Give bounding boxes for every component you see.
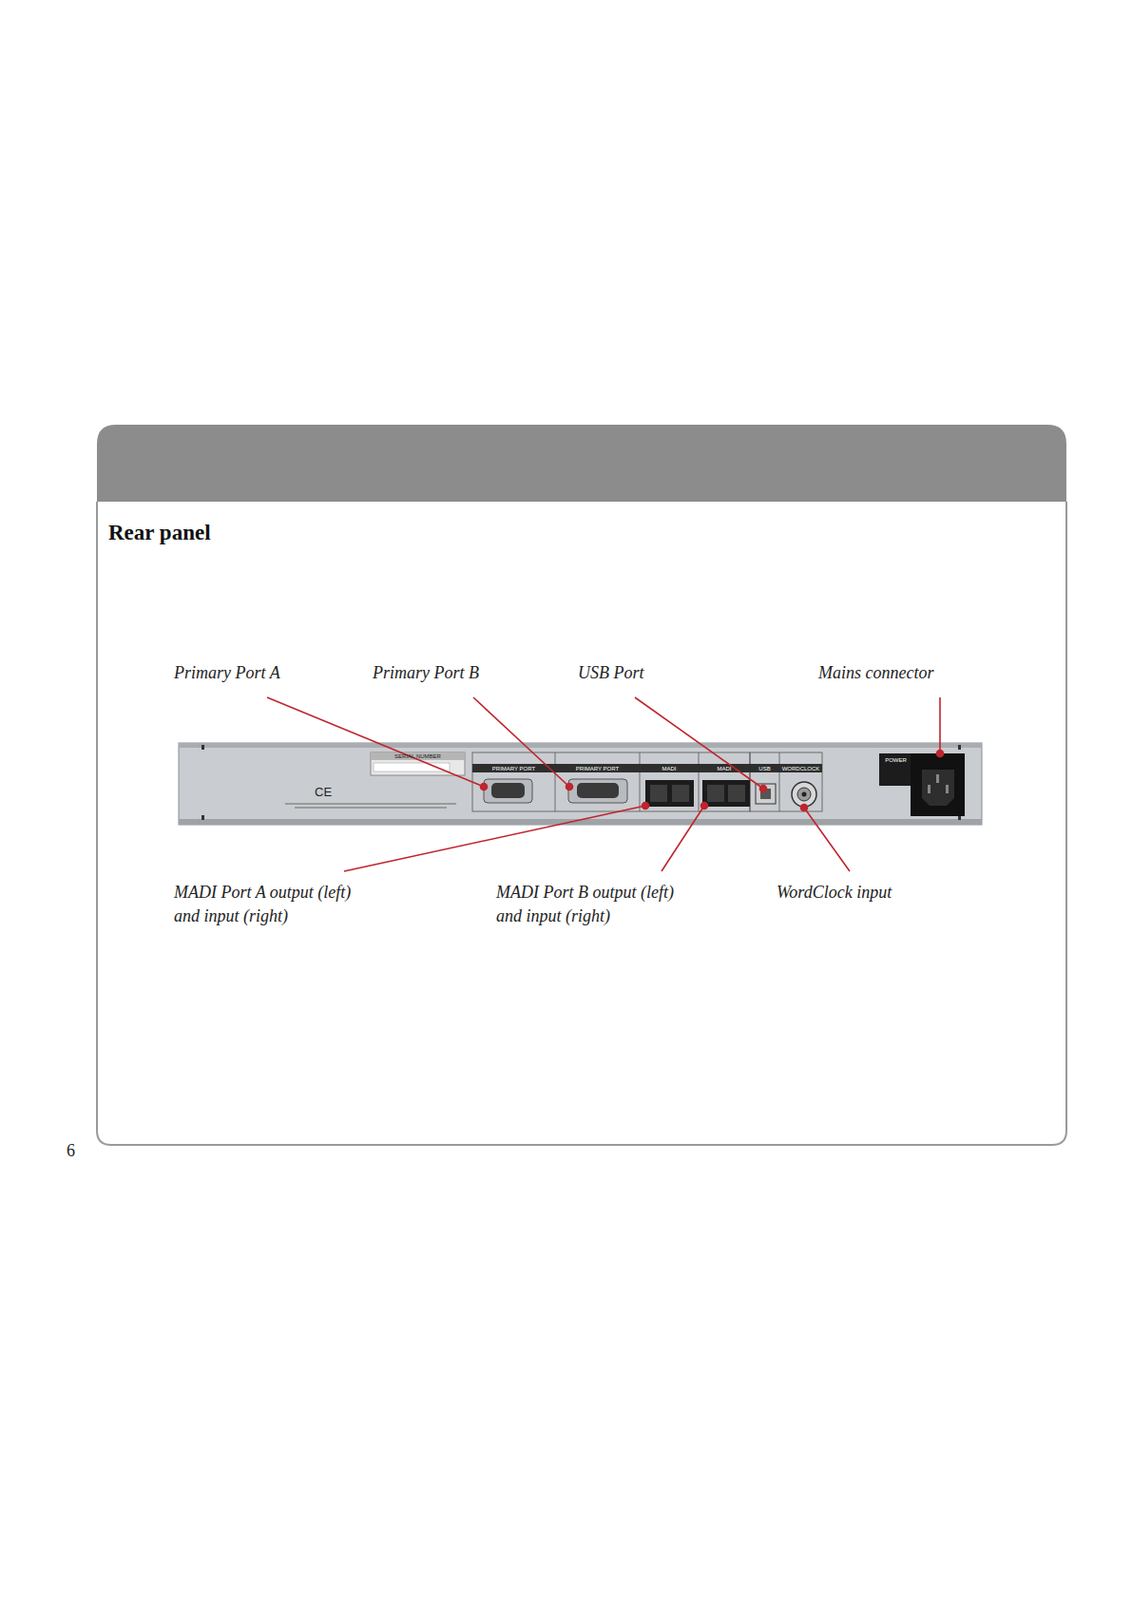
callout-label: WordClock input (776, 881, 892, 905)
panel-marking: MADI (639, 765, 699, 773)
callout-label: MADI Port B output (left) and input (rig… (496, 881, 698, 929)
panel-marking: PRIMARY PORT (555, 765, 640, 773)
ce-mark: CE (314, 785, 332, 800)
callout-label: MADI Port A output (left) and input (rig… (173, 881, 376, 929)
header-band (96, 424, 1067, 502)
callout-label: Mains connector (818, 661, 934, 686)
panel-marking: POWER (879, 756, 913, 765)
callout-label: Primary Port B (372, 661, 480, 686)
callout-label: USB Port (577, 661, 645, 686)
rear-panel-photo (178, 743, 982, 826)
panel-marking: SERIAL NUMBER (370, 752, 465, 761)
page-heading: Rear panel (108, 520, 212, 546)
page-number: 6 (66, 1141, 76, 1162)
panel-marking: USB (749, 765, 780, 773)
frame (96, 501, 1067, 1146)
panel-marking: MADI (698, 765, 750, 773)
panel-marking: WORDCLOCK (779, 765, 823, 773)
panel-marking: PRIMARY PORT (472, 765, 556, 773)
leader-lines (267, 697, 944, 872)
callout-label: Primary Port A (173, 661, 281, 686)
